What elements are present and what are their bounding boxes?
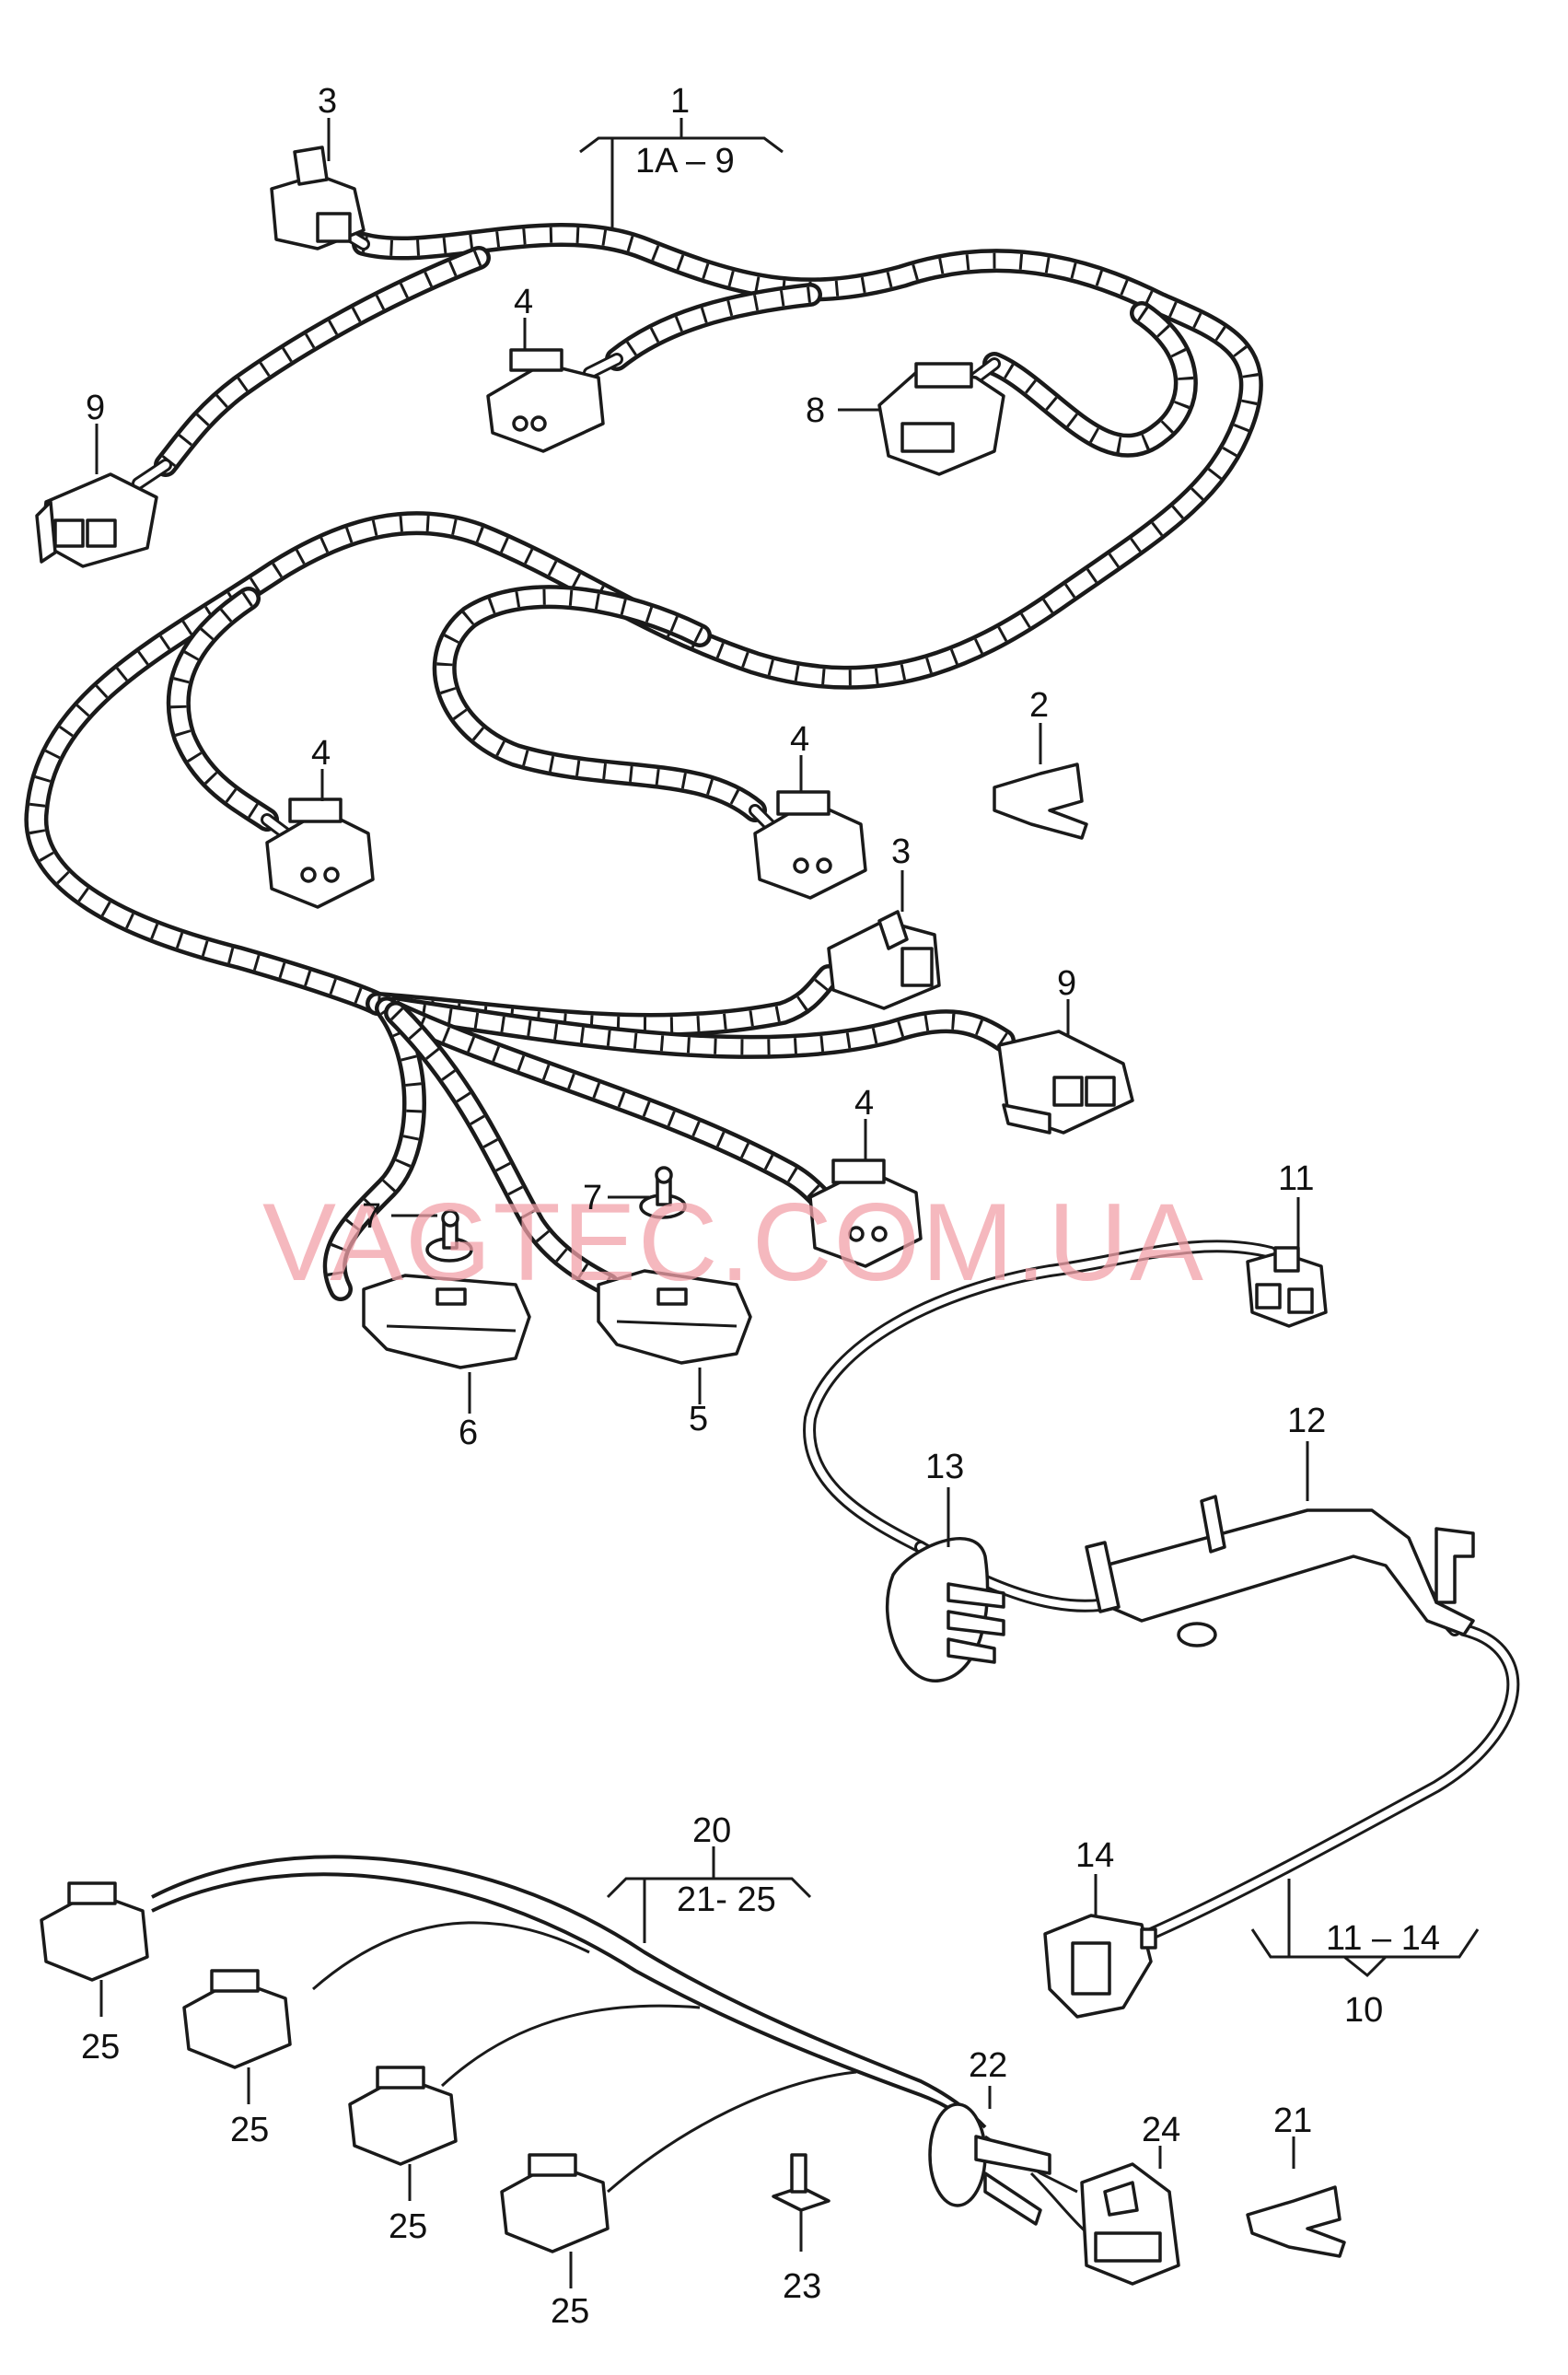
label-11-14: 11 – 14 [1326,1919,1440,1958]
duct-12 [1085,1495,1475,1647]
part-labels: 1 1A – 9 3 4 9 8 2 4 4 3 9 4 11 7 7 6 5 … [81,82,1440,2331]
label-4-right: 4 [790,720,809,759]
stud-7-left [425,1209,473,1263]
watermark: VAGTEC.COM.UA [262,1181,1205,1304]
label-21-25: 21- 25 [677,1880,776,1919]
label-10: 10 [1344,1991,1383,2030]
connector-4-left [261,797,375,909]
connector-8 [877,357,1005,476]
label-4-top: 4 [514,283,533,321]
label-21: 21 [1273,2101,1312,2140]
connector-11 [1246,1246,1328,1328]
label-5: 5 [689,1400,708,1438]
connector-4-right [749,790,867,900]
label-24: 24 [1142,2111,1180,2149]
label-4-lower: 4 [854,1084,874,1123]
connector-9-mid [997,1030,1134,1135]
connector-6 [362,1274,531,1369]
label-1A-9: 1A – 9 [635,142,735,180]
connector-9-top [35,459,172,568]
label-6: 6 [459,1414,478,1452]
harness-main [24,223,1263,1301]
label-1: 1 [670,82,690,121]
connector-25-b [182,1969,292,2069]
stud-7-right [639,1166,687,1219]
connector-25-a [40,1881,149,1982]
label-13: 13 [925,1448,964,1486]
grommet-13 [885,1537,1005,1682]
connector-25-d [500,2153,610,2253]
bracket-2 [993,763,1088,840]
label-25-a: 25 [81,2028,120,2066]
label-22: 22 [969,2046,1007,2085]
label-3-mid: 3 [891,832,911,871]
label-2: 2 [1029,686,1049,725]
label-7-left: 7 [362,1197,381,1236]
grommet-22 [928,2102,1051,2226]
label-7-right: 7 [583,1179,602,1217]
connector-3-mid [827,910,941,1010]
connector-25-c [348,2066,458,2166]
label-25-d: 25 [551,2292,589,2331]
label-9-top: 9 [86,389,105,427]
label-8: 8 [806,391,825,430]
label-23: 23 [783,2267,821,2306]
connector-4-top [486,348,623,453]
connector-24 [1080,2162,1180,2286]
leader-lines [95,118,1480,2288]
label-25-c: 25 [389,2207,427,2246]
connector-5 [597,1269,752,1365]
label-11: 11 [1278,1159,1314,1198]
connector-4-lower [808,1158,923,1268]
label-14: 14 [1075,1836,1114,1875]
label-25-b: 25 [230,2111,269,2149]
connector-3-top [270,146,370,250]
label-3-top: 3 [318,82,337,121]
connector-14 [1043,1914,1157,2019]
label-12: 12 [1287,1402,1326,1440]
label-20: 20 [692,1811,731,1850]
label-9-mid: 9 [1057,964,1076,1003]
harness-20 [151,1855,1106,2249]
bracket-21 [1246,2185,1346,2258]
clip-23 [772,2153,830,2212]
label-4-left: 4 [311,734,331,773]
